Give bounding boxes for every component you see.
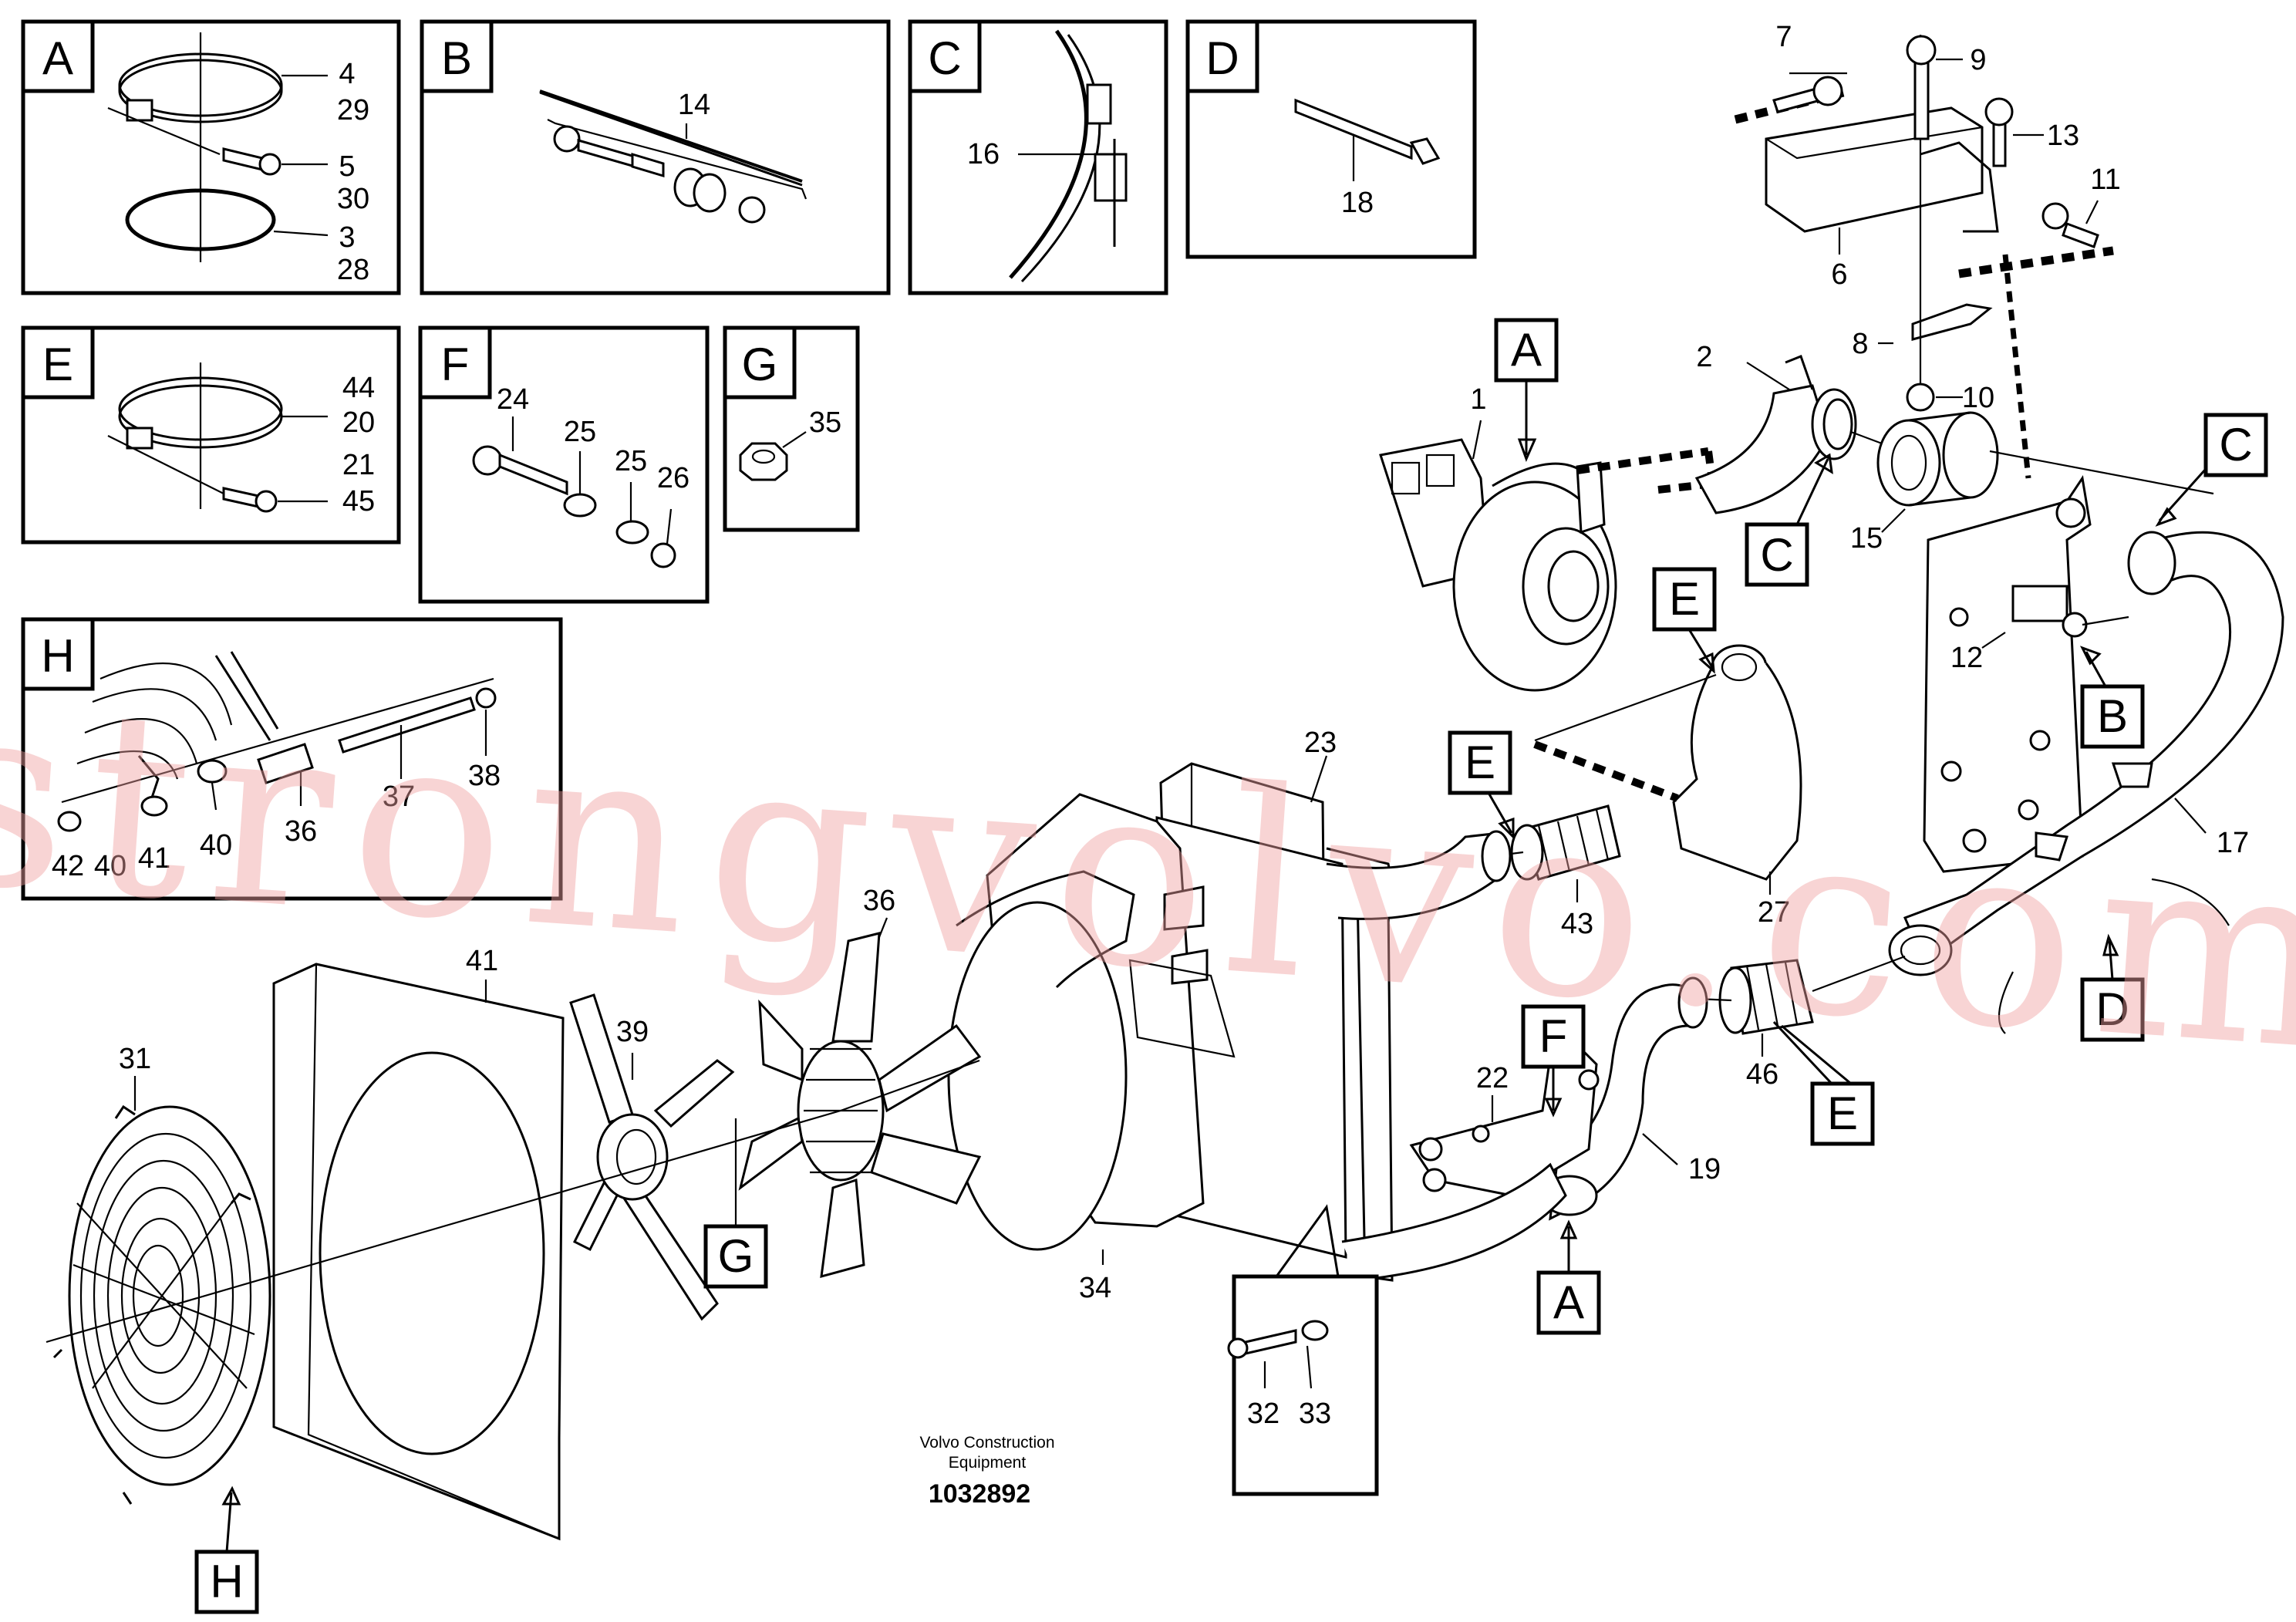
callout-14: 14 [678, 89, 710, 121]
marker-e-left: E [1465, 737, 1495, 788]
callout-39: 41 [466, 945, 498, 977]
callout-5: 5 [339, 150, 355, 183]
marker-c-left: C [1760, 529, 1793, 581]
callout-27: 23 [1304, 727, 1337, 759]
callout-38: 38 [468, 760, 501, 792]
inset-e-letter: E [42, 339, 73, 390]
callout-12: 12 [1950, 642, 1983, 674]
callout-13: 13 [2047, 120, 2079, 152]
callout-9: 9 [1970, 44, 1986, 76]
callout-42: 42 [52, 850, 84, 882]
footer-company-line1: Volvo Construction [919, 1434, 1054, 1452]
inset-h: H 37 38 36 40 42 40 41 [21, 617, 563, 901]
marker-d: D [2095, 983, 2129, 1035]
callout-37: 37 [383, 781, 415, 813]
callout-2: 2 [1696, 341, 1712, 373]
marker-b: B [2097, 690, 2128, 742]
callout-7: 7 [1775, 21, 1792, 53]
inset-b: B 14 [420, 19, 891, 295]
marker-a-top: A [1511, 324, 1542, 376]
inset-f-letter: F [441, 339, 470, 390]
callout-15: 15 [1850, 522, 1883, 555]
callout-46: 27 [1758, 896, 1790, 929]
callout-22: 19 [1688, 1153, 1721, 1185]
callout-25: 25 [564, 416, 596, 448]
inset-e: E 44 20 21 45 [21, 325, 401, 545]
callout-35: 35 [809, 406, 841, 439]
callout-30: 30 [337, 183, 369, 215]
callout-8: 8 [1852, 328, 1868, 360]
callout-25b: 25 [615, 445, 647, 477]
callout-21: 21 [342, 449, 375, 481]
drawing-footer: Volvo Construction Equipment 1032892 [919, 1434, 1054, 1509]
inset-d: D 18 [1185, 19, 1477, 259]
callout-40: 40 [200, 829, 232, 862]
marker-g: G [718, 1230, 754, 1282]
callout-10: 10 [1962, 382, 1994, 414]
inset-d-letter: D [1205, 32, 1239, 84]
footer-company-line2: Equipment [949, 1454, 1027, 1472]
marker-c-right: C [2219, 419, 2252, 470]
callout-1: 1 [1470, 383, 1486, 416]
callout-17: 17 [2217, 827, 2249, 859]
callout-20: 20 [342, 406, 375, 439]
inset-a: A 4 29 5 30 3 28 [21, 19, 401, 295]
inset-b-letter: B [441, 32, 472, 84]
callout-4: 4 [339, 58, 355, 90]
inset-f: F 24 25 25 26 [418, 325, 710, 604]
marker-f: F [1539, 1010, 1568, 1062]
callout-45: 45 [342, 485, 375, 518]
inset-a-letter: A [42, 32, 73, 84]
callout-36: 39 [616, 1016, 649, 1048]
callout-40b: 40 [94, 850, 126, 882]
callout-33: 33 [1299, 1398, 1331, 1430]
marker-a-bottom: A [1553, 1276, 1584, 1328]
callout-44: 44 [342, 372, 375, 404]
callout-31: 34 [1079, 1272, 1111, 1304]
inset-g: G 35 [723, 325, 860, 532]
main-assembly: 7 9 13 11 6 8 10 1 2 [46, 21, 2284, 1541]
callout-36-h: 36 [285, 815, 317, 848]
inset-h-letter: H [41, 630, 74, 682]
inset-c: C 16 [908, 19, 1168, 295]
callout-26: 26 [657, 462, 689, 494]
callout-3: 3 [339, 221, 355, 254]
inset-c-letter: C [928, 32, 961, 84]
callout-19: 46 [1746, 1058, 1778, 1091]
callout-24: 24 [497, 383, 529, 416]
callout-41: 31 [119, 1043, 151, 1075]
callout-29: 29 [337, 94, 369, 126]
callout-34: 36 [863, 885, 895, 917]
callout-18: 18 [1341, 187, 1374, 219]
callout-16: 16 [967, 138, 1000, 170]
callout-41-h: 41 [138, 842, 170, 875]
callout-43: 43 [1561, 908, 1593, 940]
marker-e-lower: E [1827, 1088, 1858, 1139]
marker-h: H [210, 1556, 243, 1607]
marker-e-upper: E [1669, 573, 1700, 625]
detail-markers: A C C E E B D E F A G H [194, 318, 2268, 1614]
footer-drawing-number: 1032892 [929, 1479, 1030, 1509]
callout-32: 32 [1247, 1398, 1279, 1430]
callout-23: 22 [1476, 1062, 1509, 1094]
callout-6: 6 [1831, 258, 1847, 291]
inset-g-letter: G [742, 339, 778, 390]
callout-11: 11 [2090, 164, 2120, 196]
callout-28: 28 [337, 254, 369, 286]
